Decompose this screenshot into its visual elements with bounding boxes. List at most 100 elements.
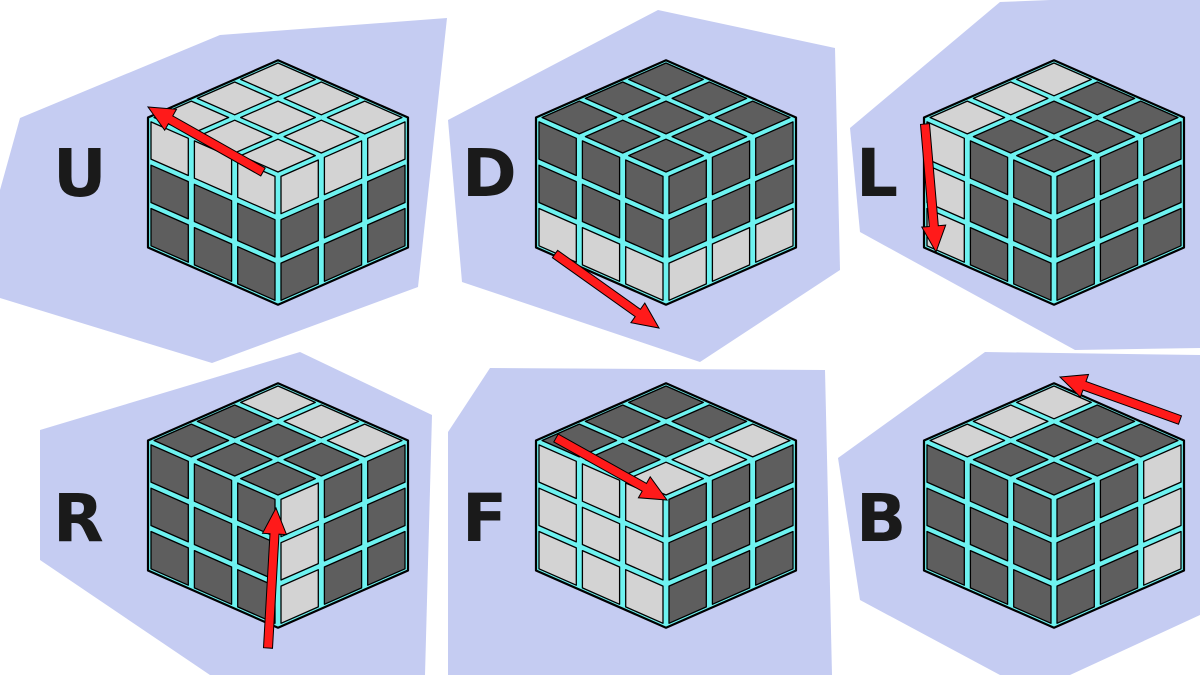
sticker-top [240,138,316,173]
move-label-b: B [856,480,906,557]
sticker-top [326,423,403,458]
sticker-top [929,100,1006,135]
sticker-top [1016,385,1092,420]
sticker-left [193,183,233,239]
sticker-right [1056,202,1095,258]
sticker-top [283,404,360,439]
move-label-r: R [53,480,104,557]
move-label-u: U [53,135,107,212]
sticker-right [755,207,794,263]
sticker-top [584,404,661,439]
sticker-top [972,442,1049,477]
move-panel-d: D [448,10,840,362]
sticker-left [926,487,965,543]
sticker-top [326,100,403,135]
sticker-left [1013,482,1052,538]
sticker-left [581,506,621,562]
sticker-left [538,444,577,500]
sticker-top [283,119,360,154]
sticker-left [1013,246,1052,301]
sticker-right [1099,463,1139,519]
sticker-top [671,404,748,439]
sticker-left [193,463,233,519]
sticker-right [755,487,794,543]
sticker-top [929,423,1006,458]
sticker-left [581,549,621,605]
sticker-top [628,385,704,420]
sticker-right [280,246,319,301]
sticker-left [969,506,1009,562]
sticker-left [1013,202,1052,258]
sticker-top [240,423,316,458]
sticker-left [625,159,664,215]
sticker-right [711,226,751,282]
sticker-right [1056,569,1095,624]
sticker-top [1059,81,1136,116]
sticker-right [1056,246,1095,301]
sticker-right [367,207,406,263]
move-label-l: L [856,135,898,212]
sticker-left [969,140,1009,196]
sticker-right [367,487,406,543]
sticker-top [283,442,360,477]
sticker-left [581,183,621,239]
sticker-top [1016,138,1092,173]
sticker-top [671,81,748,116]
sticker-right [755,444,794,500]
sticker-top [240,62,316,97]
sticker-top [972,404,1049,439]
sticker-top [584,81,661,116]
sticker-top [714,423,791,458]
sticker-top [283,81,360,116]
sticker-top [196,81,273,116]
sticker-top [628,423,704,458]
sticker-left [193,506,233,562]
sticker-right [323,506,363,562]
sticker-left [625,246,664,301]
sticker-right [668,246,707,301]
sticker-top [628,62,704,97]
sticker-right [367,121,406,177]
sticker-top [1102,100,1179,135]
sticker-right [668,569,707,624]
sticker-left [969,549,1009,605]
move-panel-u: U [0,18,447,363]
sticker-top [1016,100,1092,135]
sticker-right [280,159,319,215]
sticker-left [538,207,577,263]
sticker-left [193,549,233,605]
sticker-top [1059,442,1136,477]
rotate-right-arrow-icon [551,249,660,329]
sticker-right [1143,487,1182,543]
sticker-top [1059,404,1136,439]
move-panel-f: F [448,368,832,675]
sticker-right [711,463,751,519]
sticker-top [541,100,618,135]
sticker-right [1056,159,1095,215]
sticker-top [671,119,748,154]
sticker-left [150,487,189,543]
sticker-left [1013,159,1052,215]
sticker-top [714,100,791,135]
sticker-right [711,140,751,196]
sticker-top [1102,423,1179,458]
sticker-right [668,482,707,538]
sticker-top [1016,461,1092,496]
sticker-left [193,226,233,282]
sticker-left [581,463,621,519]
sticker-left [150,444,189,500]
sticker-right [1143,164,1182,220]
sticker-top [628,100,704,135]
sticker-right [280,202,319,258]
sticker-left [625,202,664,258]
sticker-top [1059,119,1136,154]
sticker-right [1099,549,1139,605]
sticker-right [755,164,794,220]
sticker-right [367,164,406,220]
sticker-left [926,444,965,500]
sticker-right [280,525,319,581]
sticker-left [237,202,276,258]
sticker-left [625,569,664,624]
sticker-left [538,530,577,586]
